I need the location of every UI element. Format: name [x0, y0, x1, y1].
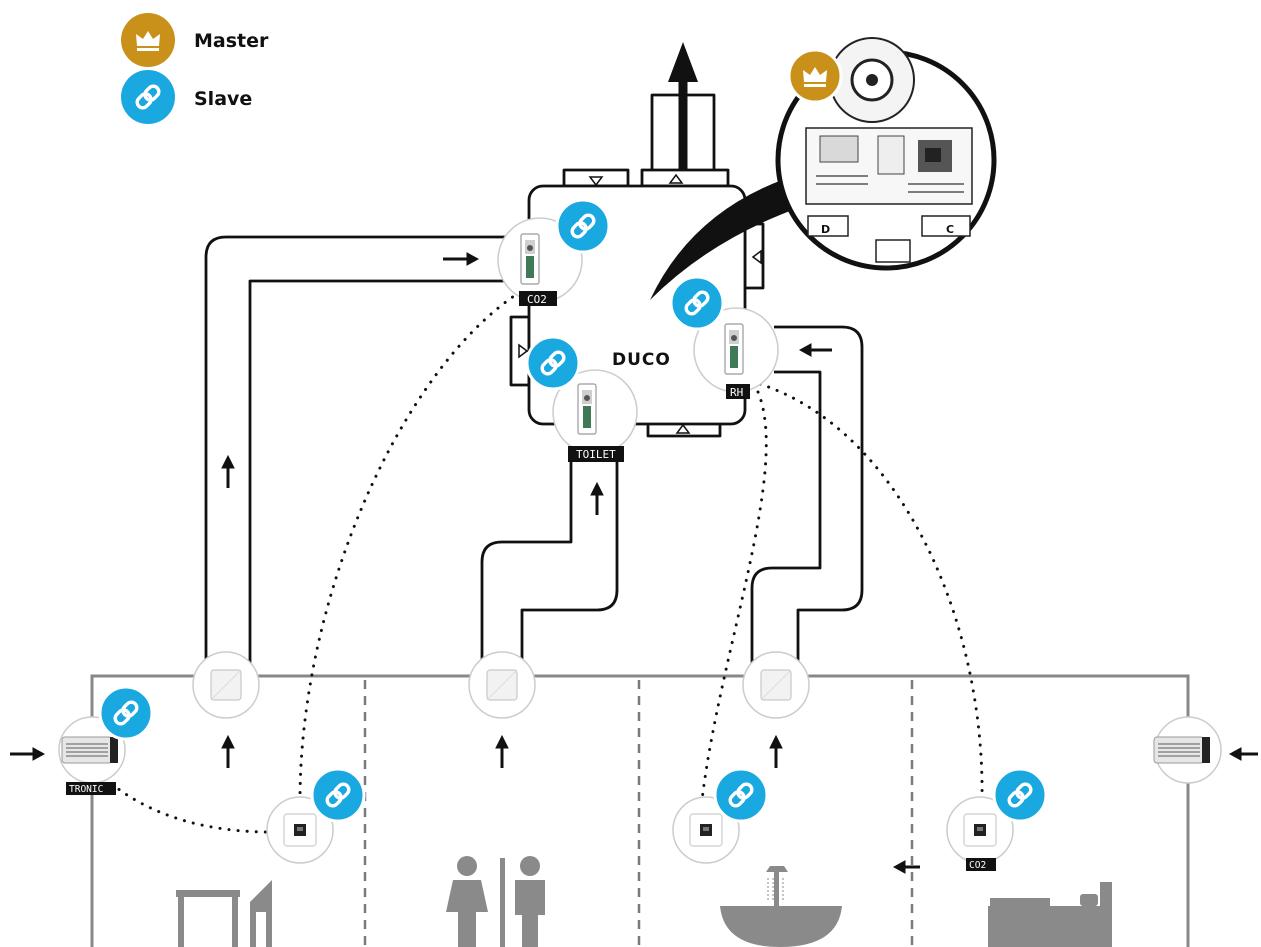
sensor-toilet: TOILET — [525, 335, 638, 462]
room-sensor-bathroom — [672, 767, 769, 864]
tag-rh: RH — [730, 386, 743, 399]
port-label-c: C — [946, 223, 954, 236]
control-board-illustration: D C — [805, 37, 973, 263]
arrow-up-icon — [590, 481, 604, 515]
arrow-left-icon — [1228, 747, 1258, 761]
legend-master-label: Master — [194, 30, 269, 52]
tag-toilet: TOILET — [576, 448, 616, 461]
supply-vent-left: TRONIC — [58, 685, 154, 795]
arrow-up-icon — [495, 734, 509, 768]
arrow-up-icon — [769, 734, 783, 768]
toilet-people-icon — [446, 856, 545, 947]
grille-living — [192, 651, 260, 719]
arrow-right-icon — [10, 747, 46, 761]
bathtub-icon — [720, 866, 842, 947]
ducts — [204, 93, 864, 668]
arrow-right-icon — [443, 252, 480, 266]
ceiling-grilles — [192, 651, 810, 719]
flow-arrows — [10, 252, 1258, 874]
arrow-up-icon — [221, 454, 235, 488]
grille-bathroom — [742, 651, 810, 719]
master-badge — [787, 48, 843, 104]
legend-slave: Slave — [121, 70, 252, 124]
building-outline — [90, 674, 1190, 947]
legend: Master Slave — [121, 13, 269, 124]
sensor-rh: RH — [669, 275, 779, 399]
arrow-up-icon — [221, 734, 235, 768]
arrow-left-icon — [798, 343, 832, 357]
tag-co2-main: CO2 — [527, 293, 547, 306]
bed-icon — [988, 882, 1112, 947]
port-label-d: D — [821, 223, 830, 236]
tag-tronic: TRONIC — [69, 784, 103, 795]
wireless-links — [96, 290, 984, 834]
legend-master: Master — [121, 13, 269, 67]
tag-co2-room: CO2 — [969, 860, 986, 871]
grille-toilet — [468, 651, 536, 719]
room-sensor-living — [266, 767, 366, 864]
exhaust-arrow-icon — [668, 42, 698, 170]
arrow-left-icon — [892, 860, 920, 874]
sensor-co2-main: CO2 — [497, 198, 611, 306]
master-board-callout: D C — [650, 37, 997, 300]
brand-logo: DUCO — [612, 350, 671, 370]
legend-slave-label: Slave — [194, 88, 252, 110]
room-sensor-bedroom: CO2 — [946, 767, 1048, 871]
dining-room-icon — [176, 880, 272, 947]
supply-vent-right — [1153, 716, 1222, 784]
